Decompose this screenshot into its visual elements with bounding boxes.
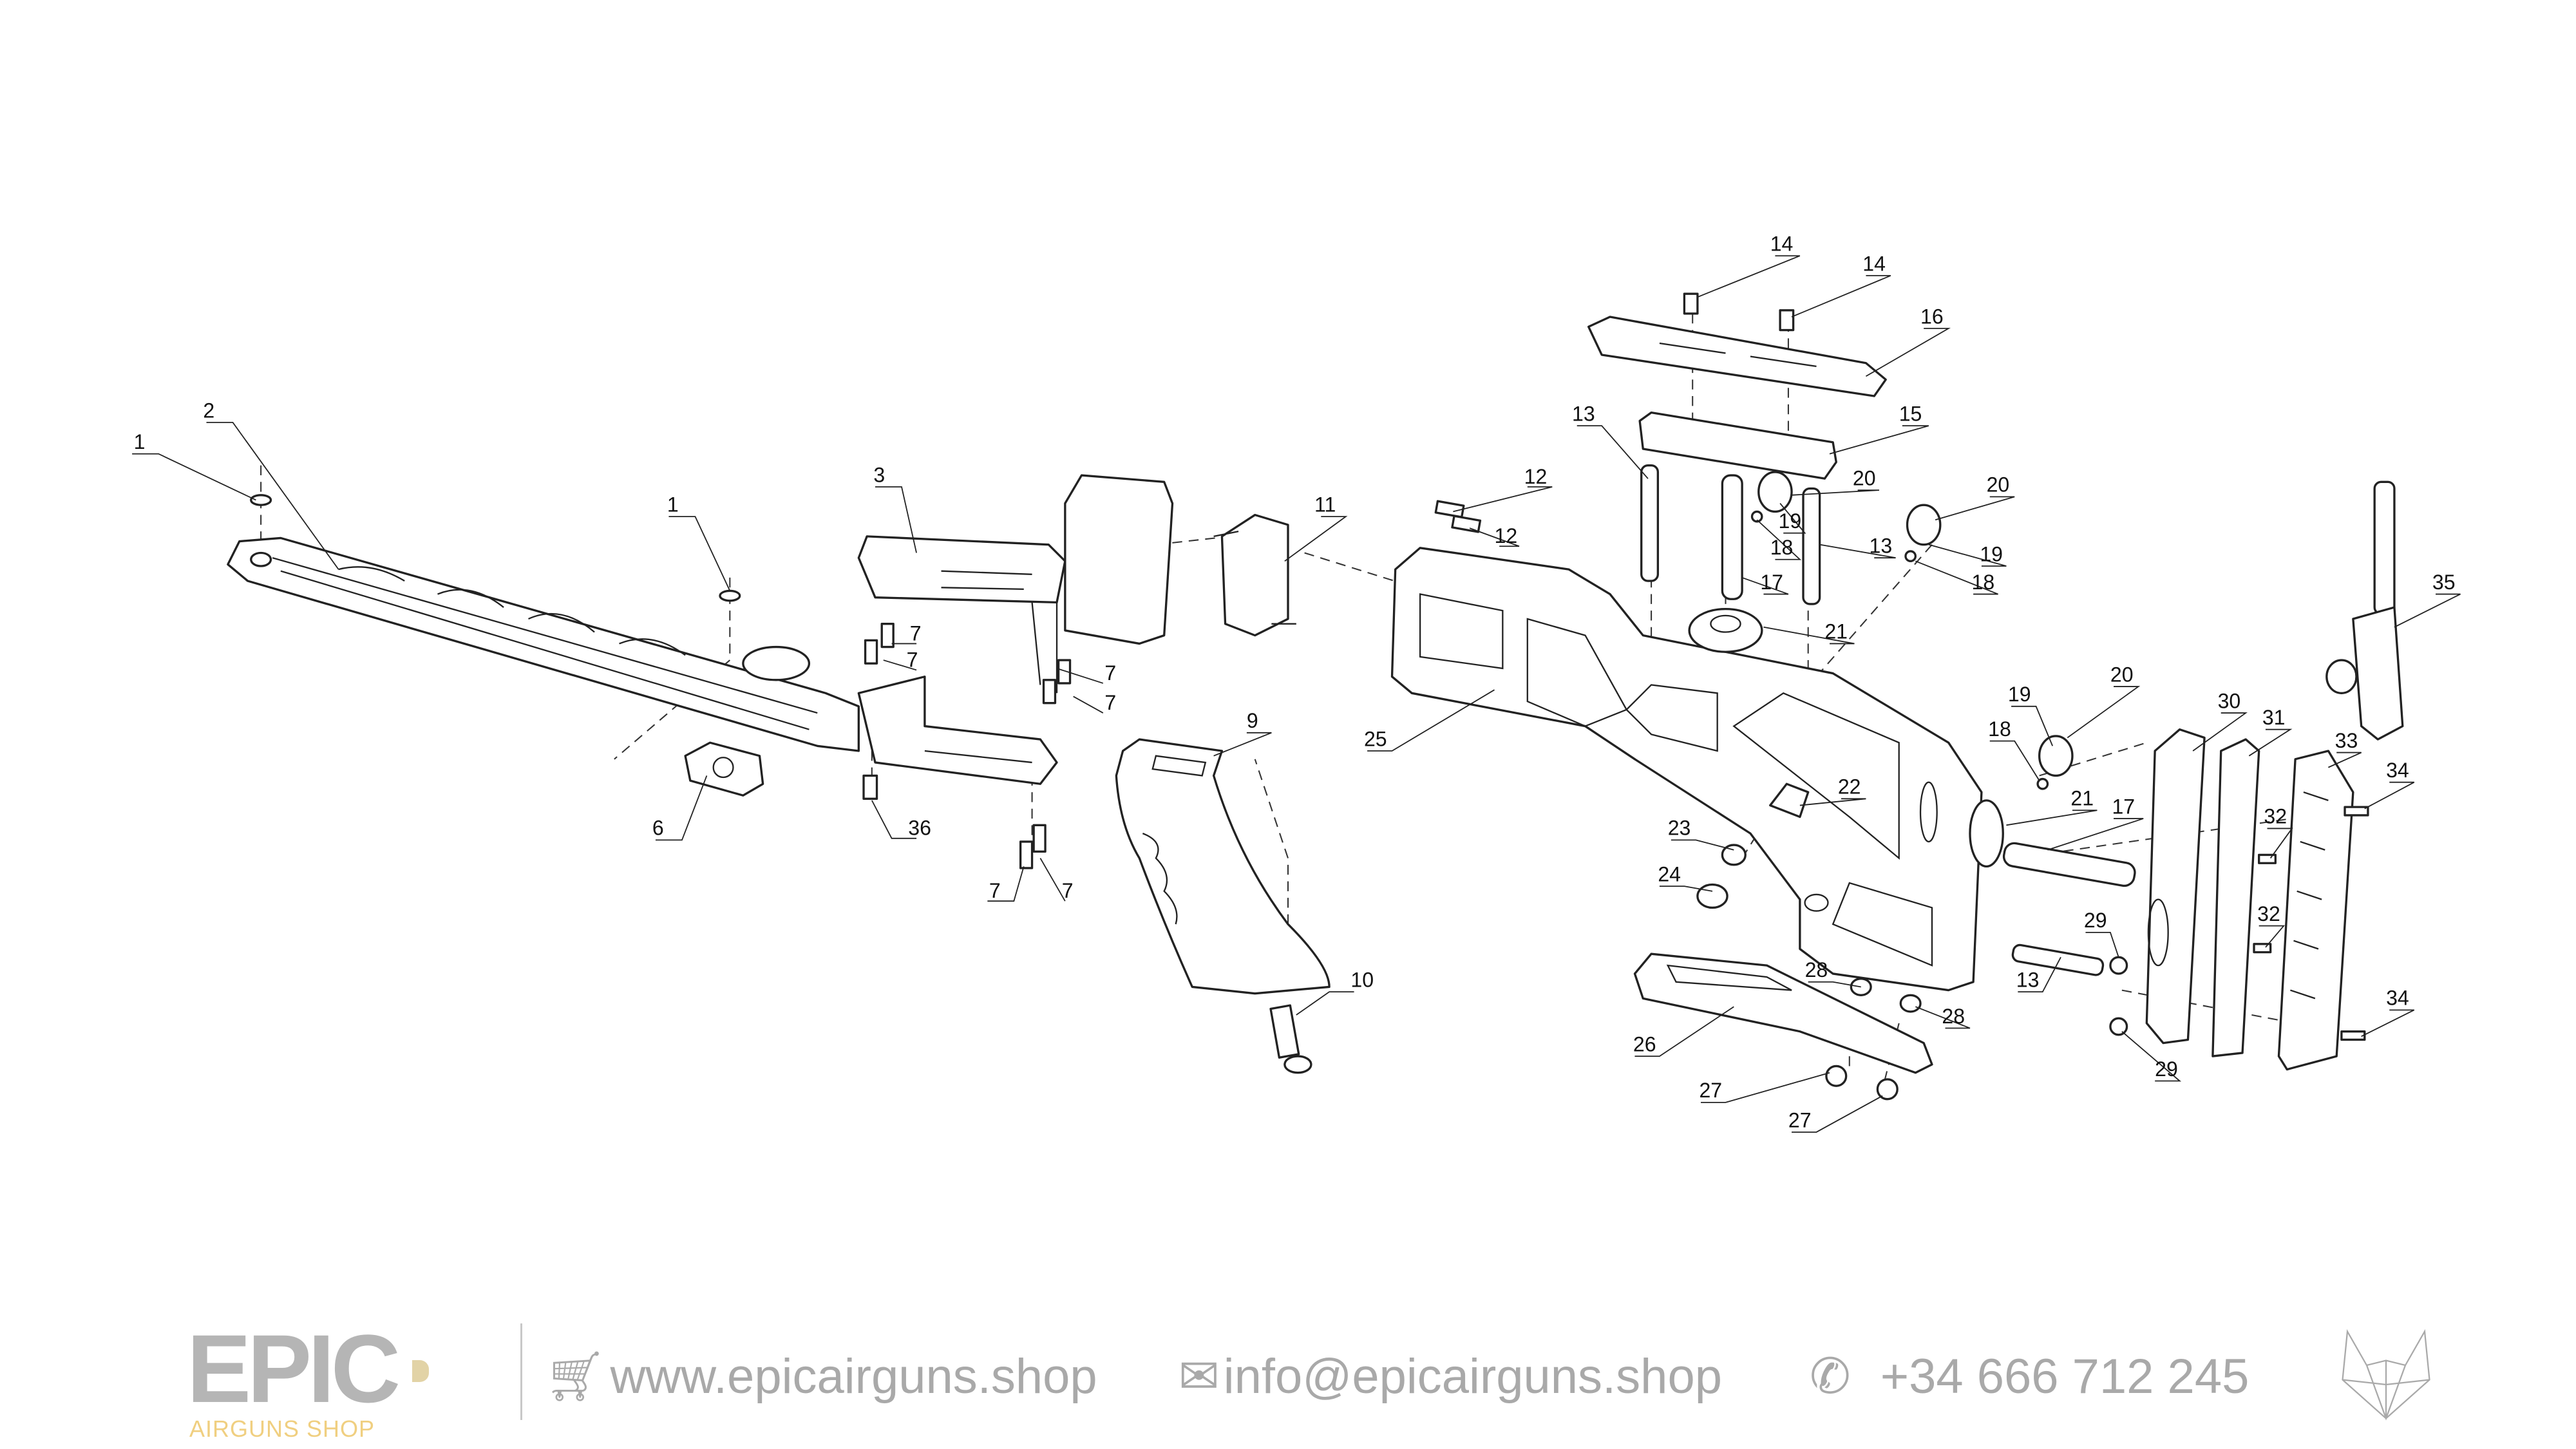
logo-text: EPIC [187,1314,401,1423]
part-number-label: 32 [2257,902,2280,925]
part-main-body [1390,547,1983,992]
part-number-label: 27 [1788,1108,1812,1132]
part-number-label: 13 [2016,968,2040,991]
part-number-label: 7 [1104,661,1116,685]
part-number-label: 19 [2008,683,2031,706]
part-knobs [1688,471,2074,868]
part-number-label: 20 [1853,466,1876,489]
part-number-label: 24 [1658,862,1681,886]
part-washer [719,589,741,602]
part-number-label: 34 [2386,987,2409,1010]
footer: EPIC AIRGUNS SHOP 🛒︎ www.epicairguns.sho… [0,1301,2576,1442]
part-number-label: 14 [1770,232,1794,256]
part-number-label: 34 [2386,759,2409,782]
email-link[interactable]: ✉︎ info@epicairguns.shop [1179,1352,1722,1401]
part-number-label: 16 [1920,305,1944,328]
email-text: info@epicairguns.shop [1223,1349,1722,1404]
cart-icon: 🛒︎ [544,1349,607,1404]
part-number-label: 26 [1633,1032,1656,1056]
part-number-label: 7 [910,621,922,645]
part-number-label: 21 [2070,787,2094,810]
part-number-label: 1 [134,430,146,453]
wolf-logo-icon [2342,1329,2430,1421]
part-number-label: 25 [1364,727,1387,750]
part-grip [1115,738,1331,995]
epic-logo: EPIC AIRGUNS SHOP [187,1314,444,1442]
part-number-label: 32 [2264,805,2287,828]
part-pins [1640,464,2136,976]
leader-lines [132,255,2461,1133]
part-number-label: 9 [1247,709,1258,732]
part-number-label: 7 [989,879,1001,902]
part-number-label: 28 [1942,1005,1965,1028]
part-number-label: 1 [667,493,679,516]
part-number-label: 29 [2084,909,2107,932]
part-number-label: 31 [2262,706,2286,729]
phone-link[interactable]: ✆ +34 666 712 245 [1810,1352,2249,1401]
part-bottom-bar [1633,952,1933,1074]
part-number-label: 13 [1572,402,1595,425]
part-number-label: 12 [1524,465,1548,488]
part-number-label: 18 [1972,571,1995,594]
part-number-label: 11 [1314,493,1336,516]
part-number-label: 18 [1770,536,1794,559]
part-number-label: 19 [1779,509,1802,533]
part-screws [862,623,1072,869]
part-number-label: 14 [1862,252,1886,275]
part-screws-27-28 [1825,977,1922,1101]
website-text: www.epicairguns.shop [610,1349,1097,1404]
part-buttplate [2109,728,2369,1071]
part-screw-14 [1779,309,1795,332]
part-washer [250,494,272,506]
part-number-label: 27 [1699,1079,1722,1102]
part-screw-23 [1721,844,1747,866]
whatsapp-icon: ✆ [1810,1349,1851,1404]
part-forend [227,536,860,752]
part-number-label: 20 [2110,663,2134,686]
part-number-label: 12 [1495,524,1518,547]
part-number-label: 13 [1870,534,1893,557]
part-number-label: 2 [203,399,214,422]
part-screw-24 [1696,883,1728,909]
part-number-label: 29 [2155,1057,2178,1081]
mail-icon: ✉︎ [1179,1349,1220,1404]
part-lever [1769,782,1810,819]
part-number-label: 17 [1760,571,1783,594]
part-action-block [857,474,1174,785]
part-number-label: 22 [1838,775,1861,799]
part-number-label: 3 [873,463,885,486]
part-grip-screw [1269,1004,1312,1074]
part-number-label: 19 [1980,542,2003,565]
part-number-label: 7 [907,648,918,671]
part-number-label: 17 [2112,795,2135,818]
part-screws-12 [1434,500,1482,533]
part-number-label: 30 [2218,689,2241,712]
phone-text: +34 666 712 245 [1880,1349,2249,1404]
part-hook [2325,480,2404,741]
part-number-label: 20 [1987,473,2010,497]
logo-subtitle: AIRGUNS SHOP [189,1416,375,1442]
part-number-label: 15 [1899,402,1922,425]
part-adapter [1213,513,1296,637]
part-number-label: 35 [2432,571,2456,594]
website-link[interactable]: 🛒︎ www.epicairguns.shop [544,1352,1097,1401]
part-screw-14 [1683,292,1699,315]
part-number-label: 23 [1668,817,1691,840]
part-number-label: 7 [1062,879,1074,902]
part-number-label: 6 [652,817,664,840]
part-number-label: 7 [1104,691,1116,714]
part-number-label: 10 [1350,968,1374,991]
part-number-label: 18 [1988,717,2011,741]
part-number-label: 33 [2335,729,2358,752]
footer-divider [520,1323,522,1420]
part-number-label: 28 [1805,958,1828,981]
part-cheek-top [1587,316,1887,480]
logo-accent [412,1360,429,1382]
part-number-label: 36 [908,817,931,840]
part-number-label: 21 [1824,620,1848,643]
part-clamp [684,741,764,797]
